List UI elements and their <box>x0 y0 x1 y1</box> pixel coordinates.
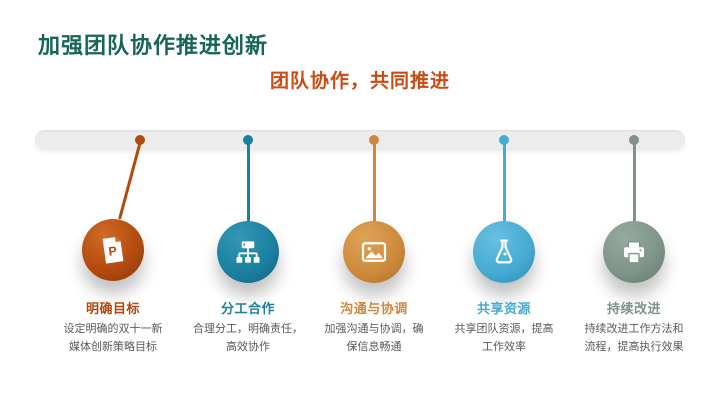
org-chart-icon <box>236 241 260 263</box>
presentation-file-icon: P <box>102 237 124 264</box>
pendulum-circle <box>473 221 535 283</box>
description-line: 媒体创新策略目标 <box>69 341 157 354</box>
pendulum-string <box>246 141 250 222</box>
flask-icon <box>495 239 513 264</box>
item-label: 持续改进 <box>606 301 661 316</box>
description-line: 设定明确的双十一新 <box>63 323 163 335</box>
description-line: 共享团队资源，提高 <box>454 323 554 335</box>
description-line: 高效协作 <box>226 341 270 354</box>
timeline-bar <box>35 130 685 150</box>
svg-text:P: P <box>108 244 118 259</box>
pendulum-circle: P <box>82 219 144 281</box>
item-description: 合理分工，明确责任， 高效协作 <box>170 320 326 356</box>
description-line: 保信息畅通 <box>346 341 402 354</box>
item-label: 明确目标 <box>85 301 140 316</box>
pendulum-string <box>117 140 142 220</box>
item-label: 分工合作 <box>220 301 275 316</box>
description-line: 持续改进工作方法和 <box>584 323 684 335</box>
item-label: 共享资源 <box>476 301 531 316</box>
pendulum-circle <box>603 221 665 283</box>
item-label: 沟通与协调 <box>340 301 408 316</box>
description-line: 工作效率 <box>482 341 526 354</box>
slide-subtitle: 团队协作，共同推进 <box>269 71 450 92</box>
item-description: 持续改进工作方法和 流程，提高执行效果 <box>556 320 712 356</box>
pendulum-circle <box>343 221 405 283</box>
description-line: 加强沟通与协调，确 <box>324 323 424 335</box>
description-line: 流程，提高执行效果 <box>584 341 684 354</box>
item-description: 加强沟通与协调，确 保信息畅通 <box>296 320 452 356</box>
slide-title: 加强团队协作推进创新 <box>38 33 269 58</box>
item-description: 共享团队资源，提高 工作效率 <box>426 320 582 356</box>
pendulum-string <box>502 141 506 222</box>
pendulum-circle <box>217 221 279 283</box>
pendulum-string <box>632 141 636 222</box>
printer-icon <box>624 241 644 264</box>
description-line: 合理分工，明确责任， <box>193 323 303 335</box>
pendulum-string <box>372 141 376 222</box>
image-icon <box>361 242 387 262</box>
item-description: 设定明确的双十一新 媒体创新策略目标 <box>35 320 191 356</box>
